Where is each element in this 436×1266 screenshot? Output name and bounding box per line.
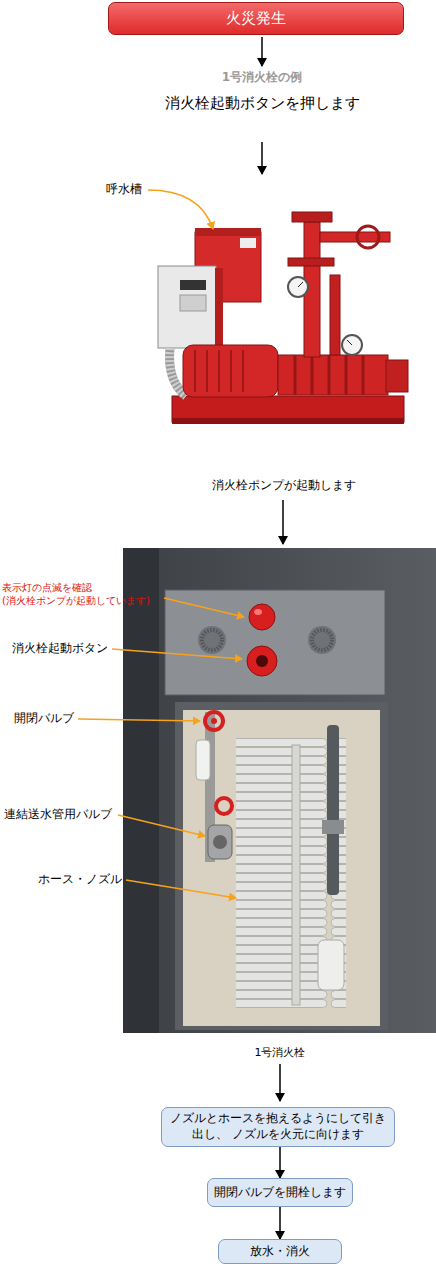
- part-name: 呼水槽: [106, 182, 142, 197]
- step-text: 消火栓起動ボタンを押します: [165, 94, 360, 113]
- note-text: 表示灯の点滅を確認 (消火栓ポンプが起動しています): [2, 582, 167, 607]
- event-box: 火災発生: [108, 2, 404, 35]
- caption-text: 1号消火栓: [255, 1046, 306, 1060]
- node-text: 開閉バルブを開栓します: [214, 1185, 346, 1201]
- node-text: 放水・消火: [250, 1244, 310, 1260]
- leader-line: [148, 190, 213, 229]
- example-heading: 1号消火栓の例: [222, 70, 302, 85]
- part-name: 消火栓起動ボタン: [12, 641, 108, 656]
- node-text: ノズルとホースを抱えるようにして引き出し、 ノズルを火元に向けます: [168, 1111, 388, 1142]
- process-box: 開閉バルブを開栓します: [207, 1178, 353, 1207]
- part-name: ホース・ノズル: [38, 872, 122, 887]
- process-box: 放水・消火: [218, 1239, 342, 1264]
- flow-arrow: [279, 1207, 281, 1239]
- step-text: 消火栓ポンプが起動します: [212, 478, 356, 493]
- part-name: 開閉バルブ: [14, 711, 74, 726]
- part-name: 連結送水管用バルブ: [4, 807, 112, 822]
- pump-illustration: [158, 212, 408, 424]
- hydrant-cabinet: [123, 548, 436, 1033]
- process-box: ノズルとホースを抱えるようにして引き出し、 ノズルを火元に向けます: [161, 1107, 395, 1147]
- flow-arrow: [279, 1147, 281, 1178]
- node-text: 火災発生: [226, 9, 286, 29]
